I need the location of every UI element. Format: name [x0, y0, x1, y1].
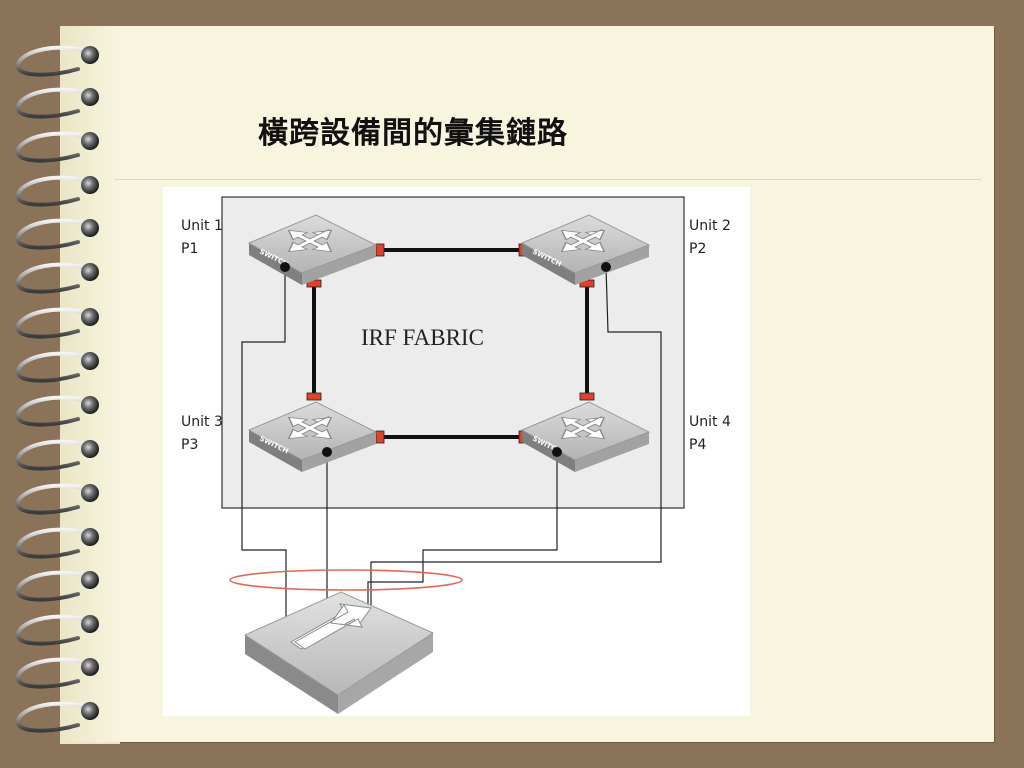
unit-name: Unit 4 — [689, 414, 731, 430]
switch-side-left — [522, 430, 575, 472]
port-marker — [375, 430, 385, 444]
binding-ring — [16, 614, 99, 646]
uplink-line-p4 — [367, 452, 558, 617]
aggregation-switch-side-left — [245, 635, 338, 714]
aggregation-switch-top — [243, 591, 435, 696]
four-arrows-icon — [560, 229, 606, 253]
unit-port: P4 — [689, 437, 707, 453]
aggregation-switch-side-right — [338, 633, 433, 714]
unit-name: Unit 3 — [181, 414, 223, 430]
title-divider — [115, 179, 981, 180]
unit-port: P1 — [181, 241, 199, 257]
irf-stack-links — [312, 248, 589, 439]
unit-name: Unit 1 — [181, 218, 223, 234]
binding-ring — [16, 701, 99, 733]
port-marker — [579, 392, 595, 401]
unit-2-label: Unit 2 P2 — [689, 215, 731, 261]
uplink-line-p1 — [241, 267, 287, 617]
binding-ring — [16, 45, 99, 77]
port-marker — [306, 392, 322, 401]
unit-port: P2 — [689, 241, 707, 257]
binding-ring — [16, 262, 99, 294]
switch-side-right — [302, 245, 376, 285]
irf-topology: SWITCH SWITCH SWITCH SWITCH — [221, 196, 685, 714]
uplink-port-dot — [601, 262, 611, 272]
unit-4-label: Unit 4 P4 — [689, 411, 731, 457]
fabric-switches: SWITCH SWITCH SWITCH SWITCH — [247, 214, 651, 472]
aggregation-switch — [243, 591, 435, 714]
four-arrows-icon — [287, 229, 333, 253]
unit-name: Unit 2 — [689, 218, 731, 234]
unit-1-label: Unit 1 P1 — [181, 215, 223, 261]
switch-side-left — [249, 243, 302, 285]
fabric-switch-unit-2: SWITCH — [520, 214, 651, 285]
port-marker — [375, 243, 385, 257]
binding-ring — [16, 175, 99, 207]
binding-ring — [16, 307, 99, 339]
uplink-port-dot — [322, 447, 332, 457]
fabric-switch-unit-1: SWITCH — [247, 214, 378, 285]
four-arrows-icon — [560, 416, 606, 440]
binding-ring — [16, 131, 99, 163]
slide-title: 橫跨設備間的彙集鏈路 — [258, 116, 568, 151]
binding-ring — [16, 527, 99, 559]
spiral-binding — [16, 45, 99, 733]
binding-ring — [16, 351, 99, 383]
four-arrows-icon — [287, 416, 333, 440]
uplink-line-p2 — [370, 266, 662, 617]
uplink-port-dot — [552, 447, 562, 457]
binding-ring — [16, 218, 99, 250]
switch-side-right — [575, 432, 649, 472]
binding-ring — [16, 657, 99, 689]
binding-ring — [16, 87, 99, 119]
switch-side-right — [575, 245, 649, 285]
unit-3-label: Unit 3 P3 — [181, 411, 223, 457]
binding-ring — [16, 483, 99, 515]
double-arrow-icon — [290, 603, 372, 650]
fabric-switch-unit-4: SWITCH — [520, 401, 651, 472]
switch-side-left — [249, 430, 302, 472]
binding-ring — [16, 395, 99, 427]
binding-ring — [16, 570, 99, 602]
page-bottom-strip — [60, 742, 120, 744]
fabric-switch-unit-3: SWITCH — [247, 401, 378, 472]
switch-side-right — [302, 432, 376, 472]
irf-fabric-label: IRF FABRIC — [361, 325, 484, 350]
binding-ring — [16, 439, 99, 471]
uplink-port-dot — [280, 262, 290, 272]
unit-port: P3 — [181, 437, 199, 453]
irf-diagram: SWITCH SWITCH SWITCH SWITCH Unit 1 P1 Unit … — [163, 187, 750, 716]
aggregation-ring — [229, 569, 463, 591]
switch-side-left — [522, 243, 575, 285]
